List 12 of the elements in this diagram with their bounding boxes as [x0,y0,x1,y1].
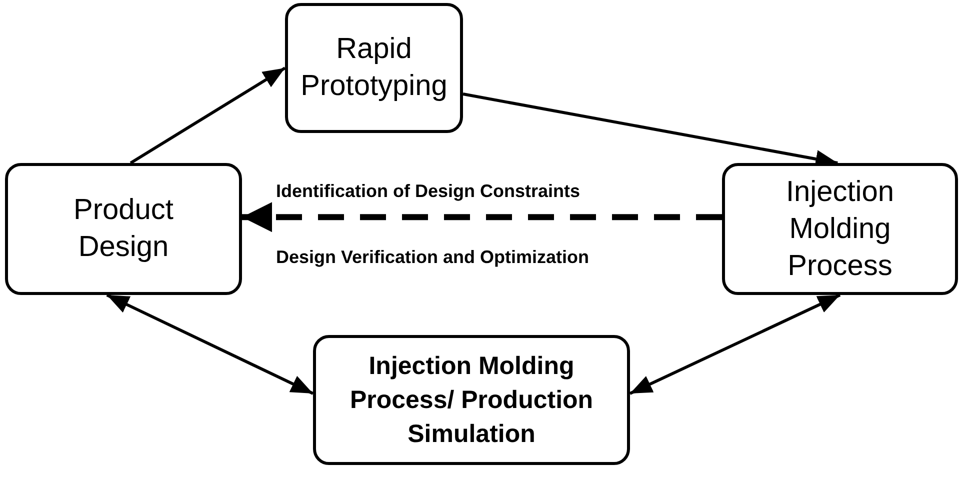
box-text: Product Design [72,193,174,265]
process-box [285,3,463,133]
arrow [130,66,286,164]
process-box [722,163,958,295]
box-text: Injection Molding Process/ Production Simulation [348,351,594,450]
arrow [106,294,314,395]
process-box [5,163,242,295]
arrow [629,294,841,395]
process-box [313,335,630,465]
box-text: Injection Molding Process [784,174,895,284]
box-text: Rapid Prototyping [300,32,448,104]
dashed-arrow [242,202,722,232]
